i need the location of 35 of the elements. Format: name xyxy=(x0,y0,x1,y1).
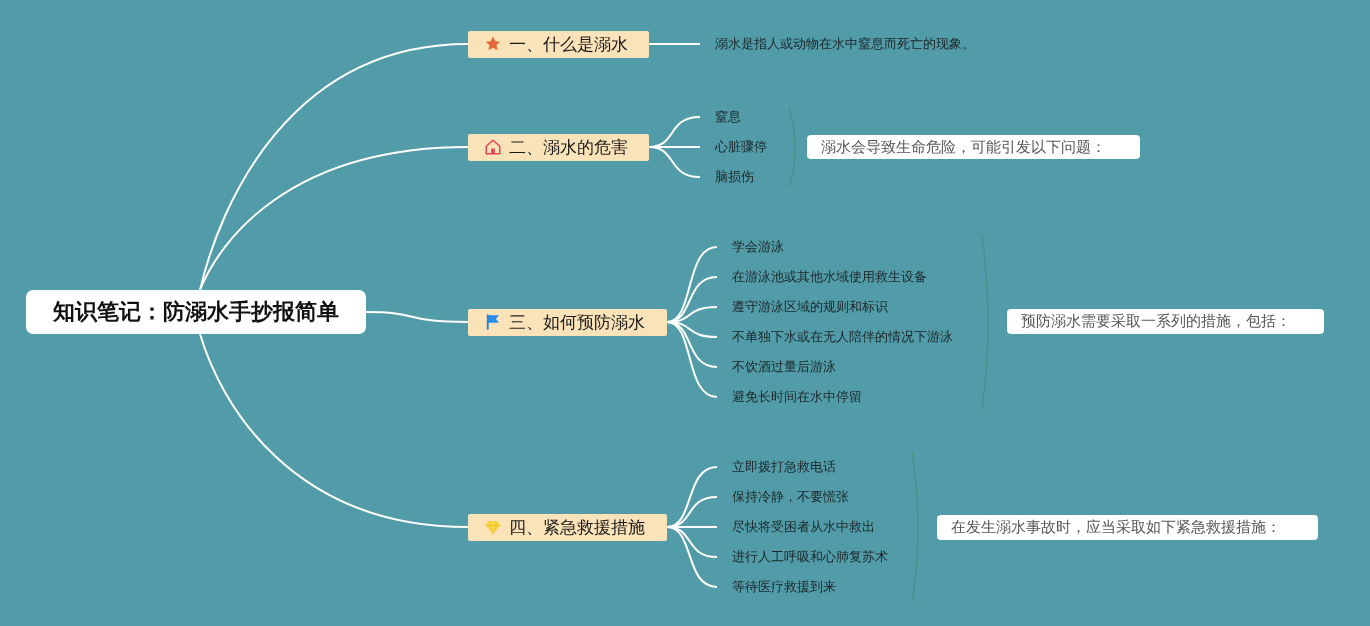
connector-line xyxy=(666,526,718,588)
branch-text: 避免长时间在水中停留 xyxy=(717,387,957,407)
branch-text: 保持冷静，不要慌张 xyxy=(717,487,907,507)
connector-line xyxy=(648,43,701,45)
summary-box: 在发生溺水事故时，应当采取如下紧急救援措施： xyxy=(937,514,1318,540)
branch-text: 立即拨打急救电话 xyxy=(717,457,907,477)
branch-text: 进行人工呼吸和心肺复苏术 xyxy=(717,547,907,567)
topic-box xyxy=(468,133,649,161)
connector-line xyxy=(199,333,469,528)
topic-text: 三、如何预防溺水 xyxy=(509,310,645,334)
branch-text: 尽快将受困者从水中救出 xyxy=(717,517,907,537)
branch-text: 在游泳池或其他水域使用救生设备 xyxy=(717,267,957,287)
branch-text: 脑损伤 xyxy=(700,167,780,187)
central-topic: 知识笔记：防溺水手抄报简单 xyxy=(26,290,366,334)
connector-line xyxy=(365,311,469,323)
topic-box xyxy=(468,308,667,336)
connector-line xyxy=(199,146,469,291)
connector-line xyxy=(199,43,469,291)
summary-box: 溺水会导致生命危险，可能引发以下问题： xyxy=(807,135,1140,159)
topic-box xyxy=(468,30,649,58)
topic-box xyxy=(468,513,667,541)
branch-text: 窒息 xyxy=(700,107,780,127)
branch-text: 学会游泳 xyxy=(717,237,957,257)
topic-text: 四、紧急救援措施 xyxy=(509,515,645,539)
branch-text: 遵守游泳区域的规则和标识 xyxy=(717,297,957,317)
summary-box: 预防溺水需要采取一系列的措施，包括： xyxy=(1007,308,1324,334)
branch-text: 不饮酒过量后游泳 xyxy=(717,357,957,377)
branch-text: 心脏骤停 xyxy=(700,137,780,157)
connector-line xyxy=(666,321,718,398)
topic-text: 一、什么是溺水 xyxy=(509,32,628,56)
connector-line xyxy=(648,146,701,178)
topic-text: 二、溺水的危害 xyxy=(509,135,628,159)
branch-text: 等待医疗救援到来 xyxy=(717,577,907,597)
branch-text: 不单独下水或在无人陪伴的情况下游泳 xyxy=(717,327,979,347)
branch-text: 溺水是指人或动物在水中窒息而死亡的现象。 xyxy=(700,34,1000,54)
